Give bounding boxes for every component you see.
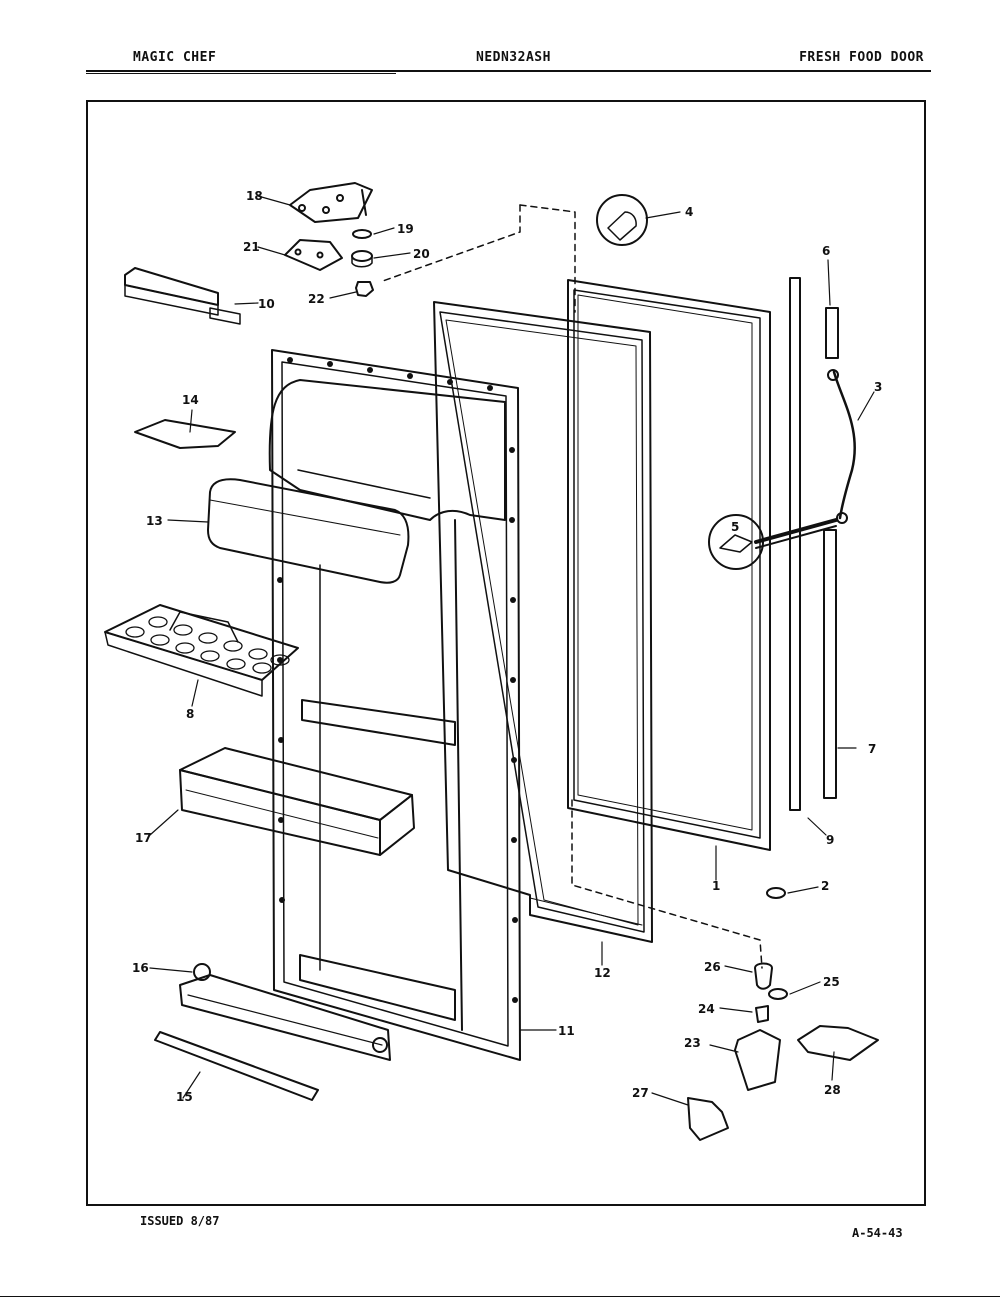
part-label-10: 10 xyxy=(258,297,275,311)
part-label-19: 19 xyxy=(397,222,414,236)
part-label-9: 9 xyxy=(826,833,834,847)
part-label-14: 14 xyxy=(182,393,199,407)
part-label-16: 16 xyxy=(132,961,149,975)
part-label-20: 20 xyxy=(413,247,430,261)
handle-cap xyxy=(596,194,648,246)
part-label-2: 2 xyxy=(821,879,829,893)
door-outer-panel xyxy=(567,279,771,851)
part-label-17: 17 xyxy=(135,831,152,845)
handle-trim-strips xyxy=(754,277,856,811)
bottom-bin xyxy=(179,963,391,1061)
part-label-12: 12 xyxy=(594,966,611,980)
bottom-hinge-parts xyxy=(687,887,879,1141)
part-label-6: 6 xyxy=(822,244,830,258)
part-label-1: 1 xyxy=(712,879,720,893)
dairy-door xyxy=(207,478,410,584)
detail-circle xyxy=(708,514,764,570)
part-label-4: 4 xyxy=(685,205,693,219)
egg-tray xyxy=(104,604,299,697)
assembly-dashed-lines xyxy=(379,204,763,969)
inner-door-liner xyxy=(268,349,521,1061)
part-label-21: 21 xyxy=(243,240,260,254)
part-label-25: 25 xyxy=(823,975,840,989)
part-label-26: 26 xyxy=(704,960,721,974)
door-bracket xyxy=(124,267,241,325)
part-label-23: 23 xyxy=(684,1036,701,1050)
dairy-handle xyxy=(134,419,236,449)
part-label-5: 5 xyxy=(731,520,739,534)
brand-title: MAGIC CHEF xyxy=(133,50,217,65)
section-title: FRESH FOOD DOOR xyxy=(799,50,924,65)
hinge-plate xyxy=(284,239,343,271)
part-label-28: 28 xyxy=(824,1083,841,1097)
door-gasket xyxy=(433,301,653,943)
part-label-13: 13 xyxy=(146,514,163,528)
part-labels: 18 19 21 20 22 4 10 6 3 14 13 5 7 8 17 9… xyxy=(132,189,882,1104)
part-label-27: 27 xyxy=(632,1086,649,1100)
diagram-frame xyxy=(86,100,926,1206)
leader-lines xyxy=(149,195,875,1106)
part-label-24: 24 xyxy=(698,1002,715,1016)
top-hinge xyxy=(289,182,373,223)
part-label-15: 15 xyxy=(176,1090,193,1104)
hinge-washer xyxy=(351,229,374,297)
issued-date: ISSUED 8/87 xyxy=(140,1214,220,1228)
header-rule xyxy=(86,70,931,72)
document-code: A-54-43 xyxy=(852,1226,903,1240)
part-label-18: 18 xyxy=(246,189,263,203)
part-label-7: 7 xyxy=(868,742,876,756)
part-label-22: 22 xyxy=(308,292,325,306)
header-rule-accent xyxy=(86,73,396,74)
model-number: NEDN32ASH xyxy=(476,50,551,65)
part-label-11: 11 xyxy=(558,1024,575,1038)
door-shelf-bin xyxy=(179,747,415,856)
part-label-8: 8 xyxy=(186,707,194,721)
part-label-3: 3 xyxy=(874,380,882,394)
bottom-trim xyxy=(154,1031,319,1101)
